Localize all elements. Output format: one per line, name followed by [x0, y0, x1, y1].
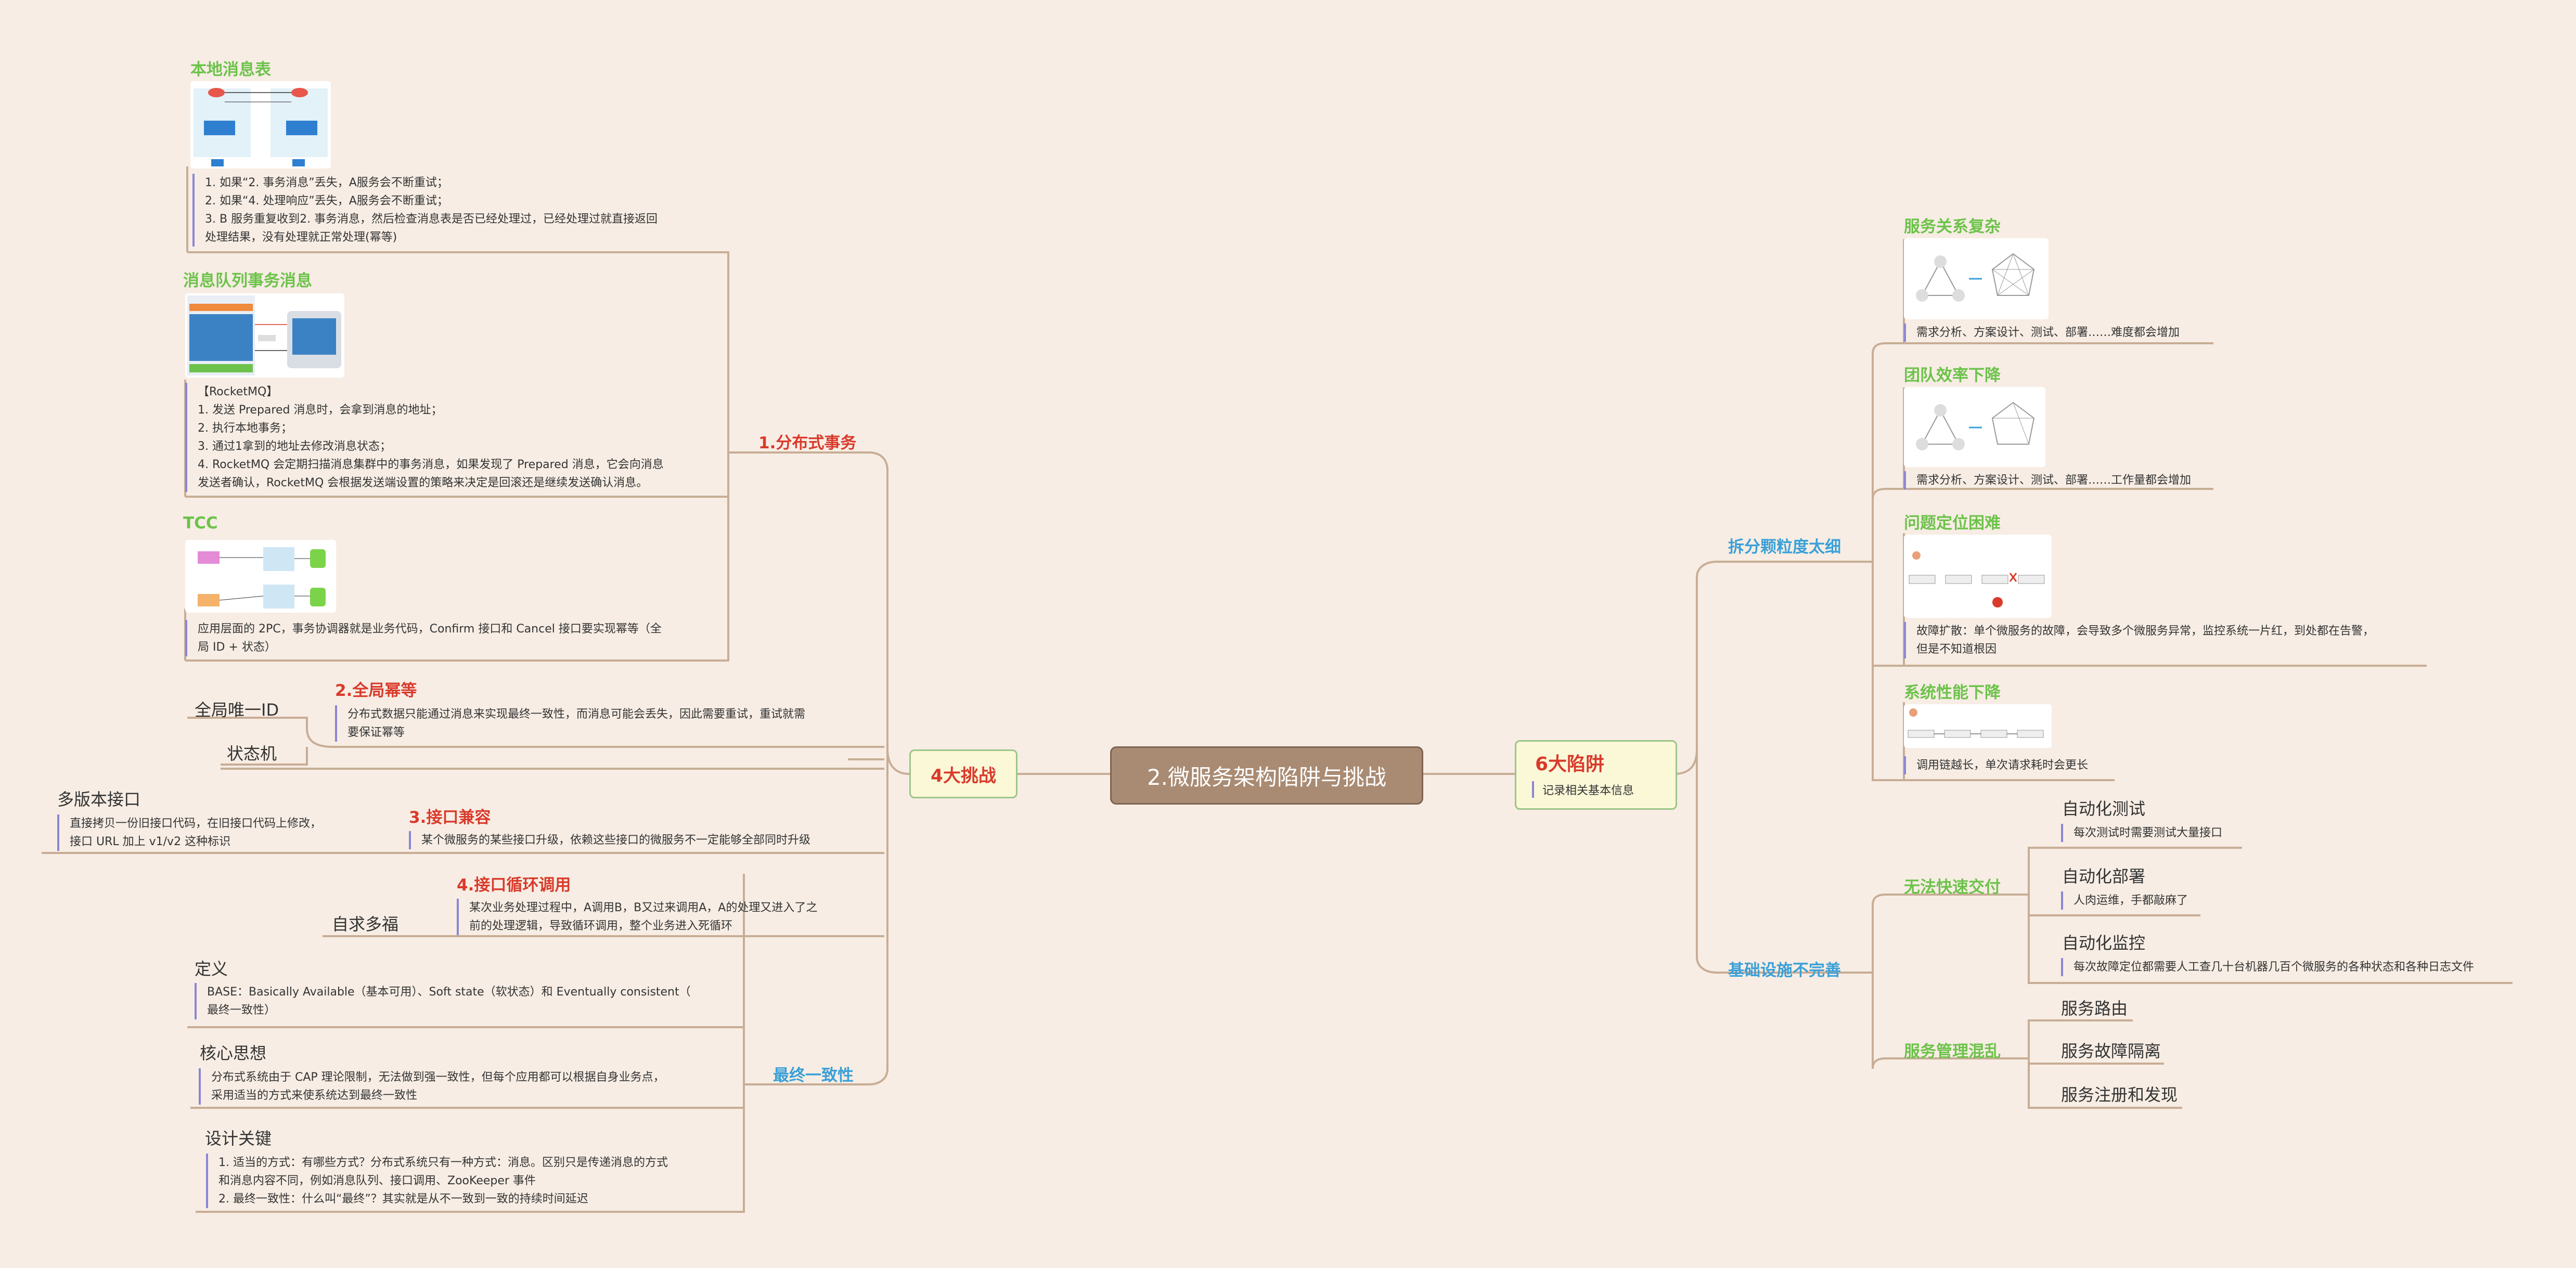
idempotent-note: 分布式数据只能通过消息来实现最终一致性，而消息可能会丢失，因此需要重试，重试就需…	[335, 705, 805, 742]
auto-deploy-note: 人肉运维，手都敲麻了	[2061, 891, 2188, 910]
note-line: 要保证幂等	[347, 726, 405, 739]
note-line: 故障扩散：单个微服务的故障，会导致多个微服务异常，监控系统一片红，到处都在告警，	[1916, 625, 2375, 638]
note-line: 局 ID + 状态）	[198, 641, 276, 654]
note-line: 3. B 服务重复收到2. 事务消息，然后检查消息表是否已经处理过，已经处理过就…	[205, 213, 658, 226]
granularity-item-4-note: 调用链越长，单次请求耗时会更长	[1904, 756, 2088, 774]
traps-subtitle: 记录相关基本信息	[1532, 781, 1634, 798]
granularity-item-3-title: 问题定位困难	[1904, 514, 2001, 533]
loop-note: 某次业务处理过程中，A调用B，B又过来调用A，A的处理又进入了之 前的处理逻辑，…	[457, 899, 817, 935]
core-idea-title: 核心思想	[200, 1043, 267, 1063]
note-line: 每次故障定位都需要人工查几十台机器几百个微服务的各种状态和各种日志文件	[2073, 961, 2475, 974]
note-line: 采用适当的方式来使系统达到最终一致性	[211, 1089, 418, 1102]
note-line: 1. 发送 Prepared 消息时，会拿到消息的地址；	[198, 404, 443, 417]
loop-title: 4.接口循环调用	[457, 876, 571, 895]
note-line: 和消息内容不同，例如消息队列、接口调用、ZooKeeper 事件	[218, 1174, 536, 1187]
idempotent-title: 2.全局幂等	[335, 681, 417, 700]
eventual-title: 最终一致性	[773, 1066, 854, 1085]
note-line: 需求分析、方案设计、测试、部署……难度都会增加	[1916, 326, 2180, 339]
root-node: 2.微服务架构陷阱与挑战	[1110, 746, 1423, 805]
granularity-item-1-title: 服务关系复杂	[1904, 217, 2001, 236]
note-line: 2. 如果“4. 处理响应”丢失，A服务会不断重试；	[205, 195, 448, 208]
traps-node: 6大陷阱 记录相关基本信息	[1515, 740, 1677, 810]
note-line: 4. RocketMQ 会定期扫描消息集群中的事务消息，如果发现了 Prepar…	[198, 458, 664, 471]
auto-monitor: 自动化监控	[2062, 933, 2146, 953]
note-line: 某次业务处理过程中，A调用B，B又过来调用A，A的处理又进入了之	[469, 901, 818, 914]
infra-title: 基础设施不完善	[1728, 961, 1841, 980]
note-line: 处理结果，没有处理就正常处理(幂等)	[205, 231, 397, 244]
granularity-title: 拆分颗粒度太细	[1728, 538, 1841, 557]
design-key-title: 设计关键	[205, 1129, 272, 1148]
note-line: 分布式系统由于 CAP 理论限制，无法做到强一致性，但每个应用都可以根据自身业务…	[211, 1071, 665, 1084]
definition-title: 定义	[195, 959, 228, 979]
note-line: 前的处理逻辑，导致循环调用，整个业务进入死循环	[469, 920, 733, 933]
granularity-item-2-note: 需求分析、方案设计、测试、部署……工作量都会增加	[1904, 471, 2191, 489]
note-line: 2. 最终一致性：什么叫“最终”？其实就是从不一致到一致的持续时间延迟	[218, 1193, 588, 1206]
auto-monitor-note: 每次故障定位都需要人工查几十台机器几百个微服务的各种状态和各种日志文件	[2061, 958, 2474, 976]
granularity-item-2-title: 团队效率下降	[1904, 366, 2001, 385]
mq-tx-title: 消息队列事务消息	[183, 271, 312, 290]
root-title: 2.微服务架构陷阱与挑战	[1147, 764, 1387, 790]
fault-isolation: 服务故障隔离	[2061, 1041, 2161, 1061]
local-msg-table-image	[190, 81, 331, 169]
note-line: 1. 适当的方式：有哪些方式？分布式系统只有一种方式：消息。区别只是传递消息的方…	[218, 1156, 668, 1169]
distributed-tx-title: 1.分布式事务	[758, 434, 857, 452]
auto-deploy: 自动化部署	[2062, 866, 2146, 886]
governance-title: 服务管理混乱	[1904, 1042, 2001, 1061]
tcc-note: 应用层面的 2PC，事务协调器就是业务代码，Confirm 接口和 Cancel…	[185, 620, 662, 656]
multi-version-note: 直接拷贝一份旧接口代码，在旧接口代码上修改， 接口 URL 加上 v1/v2 这…	[57, 814, 321, 851]
note-line: 需求分析、方案设计、测试、部署……工作量都会增加	[1916, 474, 2192, 487]
note-line: 人肉运维，手都敲麻了	[2073, 894, 2188, 907]
note-line: 接口 URL 加上 v1/v2 这种标识	[70, 835, 231, 848]
tcc-image	[185, 540, 336, 613]
tcc-title: TCC	[183, 514, 218, 533]
team-efficiency-image	[1904, 387, 2045, 467]
delivery-title: 无法快速交付	[1904, 878, 2001, 897]
fault-location-image	[1904, 535, 2052, 618]
note-line: 2. 执行本地事务；	[198, 422, 292, 435]
design-key-note: 1. 适当的方式：有哪些方式？分布式系统只有一种方式：消息。区别只是传递消息的方…	[206, 1154, 668, 1208]
mq-tx-note: 【RocketMQ】 1. 发送 Prepared 消息时，会拿到消息的地址； …	[185, 383, 664, 492]
note-line: 【RocketMQ】	[198, 385, 278, 398]
note-line: 直接拷贝一份旧接口代码，在旧接口代码上修改，	[70, 817, 322, 830]
state-machine: 状态机	[227, 744, 277, 764]
service-registry: 服务注册和发现	[2061, 1085, 2178, 1105]
core-idea-note: 分布式系统由于 CAP 理论限制，无法做到强一致性，但每个应用都可以根据自身业务…	[199, 1068, 665, 1105]
service-routing: 服务路由	[2061, 999, 2128, 1018]
note-line: 分布式数据只能通过消息来实现最终一致性，而消息可能会丢失，因此需要重试，重试就需	[347, 708, 806, 721]
local-msg-table-note: 1. 如果“2. 事务消息”丢失，A服务会不断重试； 2. 如果“4. 处理响应…	[192, 174, 658, 247]
granularity-item-4-title: 系统性能下降	[1904, 683, 2001, 702]
performance-image	[1904, 704, 2052, 748]
note-line: 每次测试时需要测试大量接口	[2073, 826, 2223, 839]
granularity-item-1-note: 需求分析、方案设计、测试、部署……难度都会增加	[1904, 324, 2180, 342]
global-unique-id: 全局唯一ID	[195, 700, 279, 720]
challenges-node: 4大挑战	[909, 749, 1017, 798]
note-line: 最终一致性）	[207, 1004, 276, 1017]
mq-tx-image	[185, 293, 344, 378]
note-line: 调用链越长，单次请求耗时会更长	[1916, 759, 2089, 772]
complex-relations-image	[1904, 238, 2049, 319]
auto-test: 自动化测试	[2062, 799, 2146, 819]
compat-note: 某个微服务的某些接口升级，依赖这些接口的微服务不一定能够全部同时升级	[409, 831, 810, 849]
note-line: 1. 如果“2. 事务消息”丢失，A服务会不断重试；	[205, 176, 448, 189]
auto-test-note: 每次测试时需要测试大量接口	[2061, 824, 2222, 842]
note-line: 某个微服务的某些接口升级，依赖这些接口的微服务不一定能够全部同时升级	[421, 834, 811, 847]
multi-version-api: 多版本接口	[57, 790, 141, 809]
note-line: BASE：Basically Available（基本可用）、Soft stat…	[207, 986, 691, 999]
traps-title: 6大陷阱	[1535, 754, 1605, 775]
note-line: 发送者确认，RocketMQ 会根据发送端设置的策略来决定是回滚还是继续发送确认…	[198, 476, 648, 489]
challenges-title: 4大挑战	[931, 765, 996, 786]
granularity-item-3-note: 故障扩散：单个微服务的故障，会导致多个微服务异常，监控系统一片红，到处都在告警，…	[1904, 622, 2374, 658]
note-line: 应用层面的 2PC，事务协调器就是业务代码，Confirm 接口和 Cancel…	[198, 623, 662, 636]
note-line: 但是不知道根因	[1916, 643, 1997, 656]
local-msg-table-title: 本地消息表	[190, 60, 271, 79]
note-line: 3. 通过1拿到的地址去修改消息状态；	[198, 440, 391, 453]
definition-note: BASE：Basically Available（基本可用）、Soft stat…	[195, 983, 691, 1019]
good-luck: 自求多福	[332, 914, 399, 934]
compat-title: 3.接口兼容	[409, 808, 491, 827]
